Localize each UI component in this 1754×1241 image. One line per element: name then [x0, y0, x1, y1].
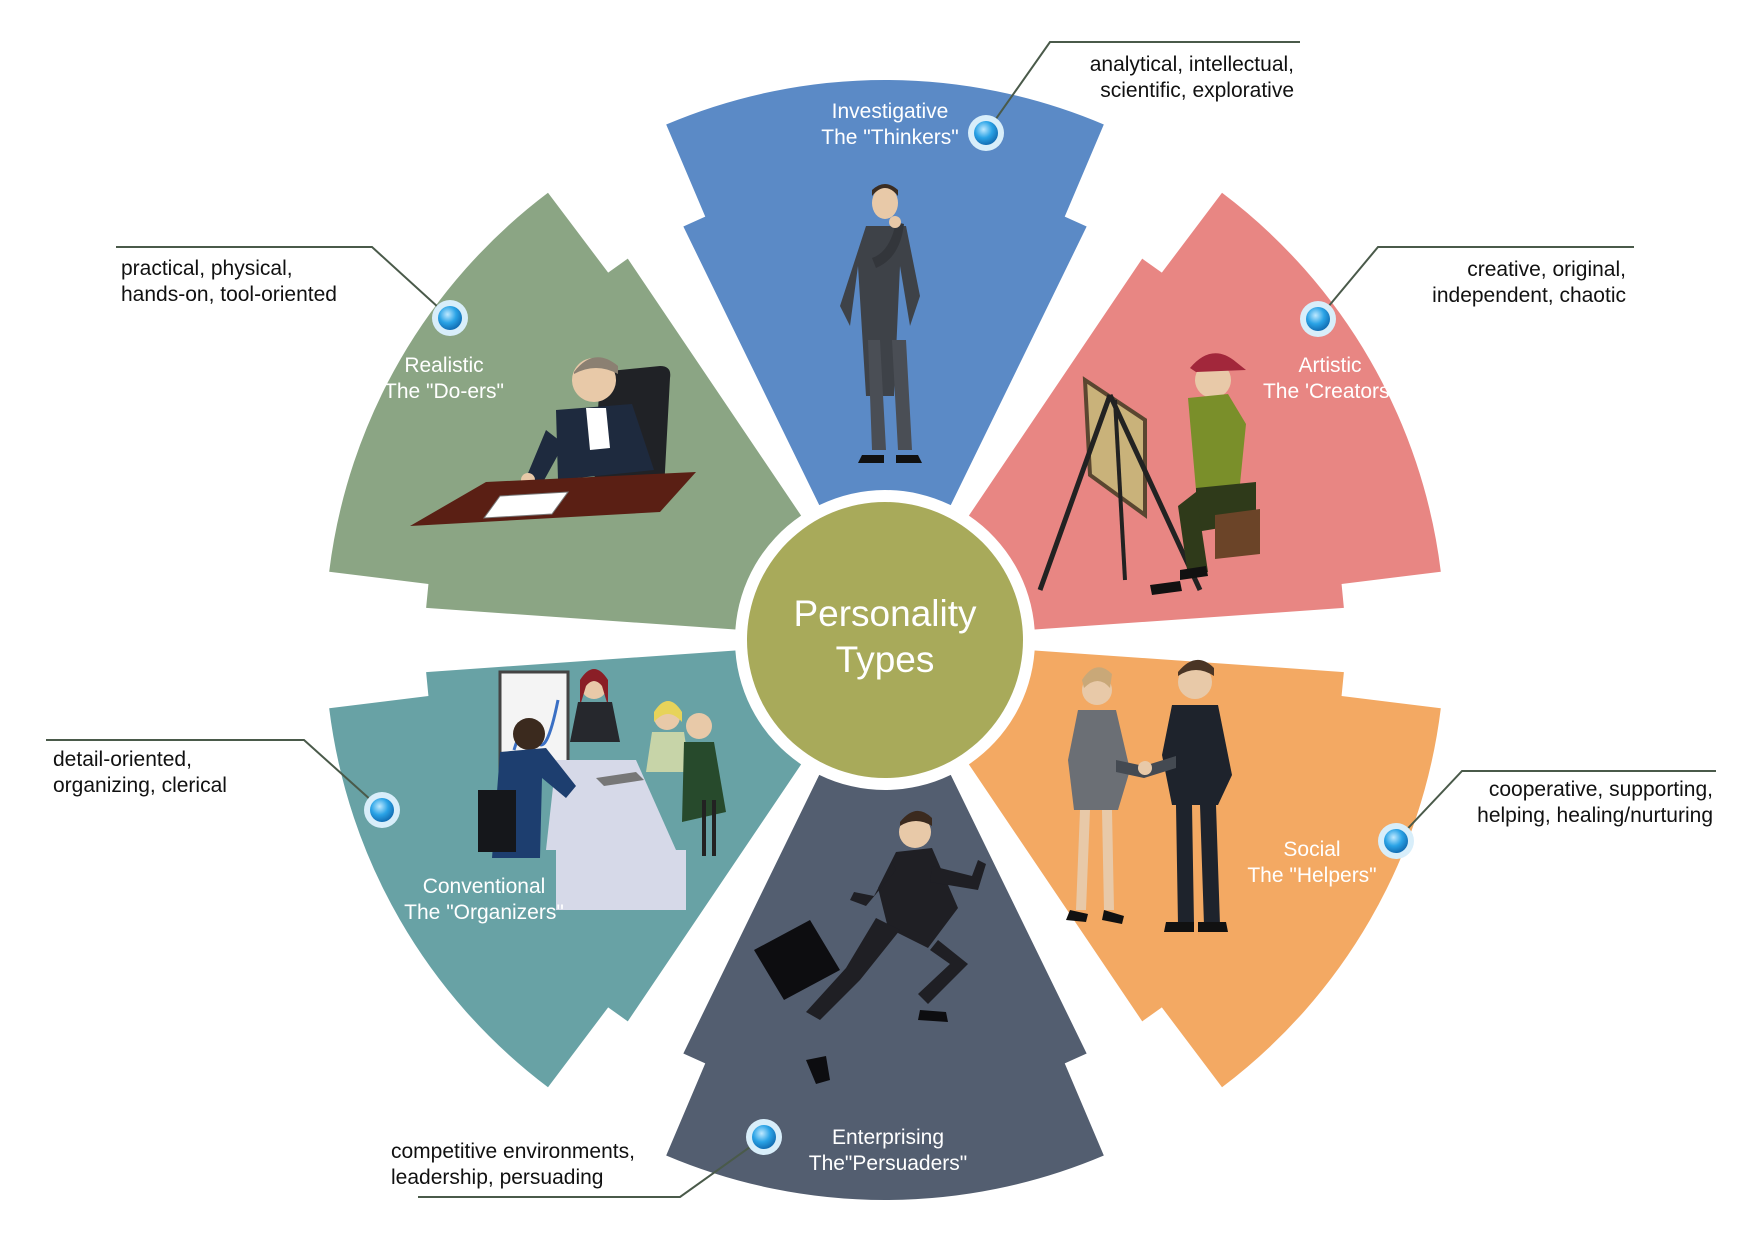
- connector-lines: [46, 41, 1716, 1198]
- man-at-desk-figure: [410, 357, 696, 526]
- investigative-connector: [985, 41, 1300, 134]
- artistic-marker: [1300, 301, 1336, 337]
- artistic-traits-line1: creative, original,: [1467, 258, 1626, 281]
- handshake-figures: [1066, 659, 1232, 932]
- investigative-traits-line1: analytical, intellectual,: [1090, 53, 1294, 76]
- conventional-traits-line1: detail-oriented,: [53, 748, 192, 771]
- investigative-traits-line2: scientific, explorative: [1100, 79, 1294, 102]
- social-traits-line1: cooperative, supporting,: [1489, 778, 1713, 801]
- trait-descriptions: analytical, intellectual, scientific, ex…: [53, 53, 1713, 1189]
- realistic-connector: [116, 246, 451, 319]
- artistic-traits-line2: independent, chaotic: [1432, 284, 1626, 307]
- social-marker: [1378, 823, 1414, 859]
- artistic-subtitle: The 'Creators": [1263, 380, 1397, 403]
- artistic-connector: [1317, 246, 1634, 320]
- center-title-line1: Personality: [793, 593, 977, 634]
- enterprising-traits-line1: competitive environments,: [391, 1140, 635, 1163]
- conventional-connector: [46, 739, 383, 811]
- conventional-marker: [364, 792, 400, 828]
- enterprising-connector: [418, 1136, 765, 1198]
- running-businessman-figure: [754, 810, 986, 1084]
- social-subtitle: The "Helpers": [1247, 864, 1376, 887]
- conventional-title: Conventional: [423, 875, 546, 898]
- social-connector: [1395, 770, 1716, 842]
- enterprising-segment: [666, 774, 1104, 1200]
- meeting-table-figures: [478, 669, 726, 910]
- painter-at-easel-figure: [1037, 353, 1260, 595]
- investigative-subtitle: The "Thinkers": [821, 126, 958, 149]
- realistic-subtitle: The "Do-ers": [384, 380, 504, 403]
- figures-layer: [410, 184, 1260, 1084]
- enterprising-title: Enterprising: [832, 1126, 944, 1149]
- enterprising-subtitle: The"Persuaders": [809, 1152, 967, 1175]
- realistic-traits-line1: practical, physical,: [121, 257, 293, 280]
- realistic-marker: [432, 300, 468, 336]
- artistic-title: Artistic: [1299, 354, 1362, 377]
- investigative-title: Investigative: [832, 100, 949, 123]
- segment-labels: Investigative The "Thinkers" Artistic Th…: [384, 100, 1397, 1175]
- conventional-subtitle: The "Organizers": [404, 901, 564, 924]
- social-title: Social: [1283, 838, 1340, 861]
- center-hub: Personality Types: [747, 502, 1023, 778]
- social-traits-line2: helping, healing/nurturing: [1477, 804, 1713, 827]
- conventional-traits-line2: organizing, clerical: [53, 774, 227, 797]
- enterprising-traits-line2: leadership, persuading: [391, 1166, 603, 1189]
- markers: [364, 115, 1414, 1155]
- enterprising-marker: [746, 1119, 782, 1155]
- realistic-title: Realistic: [404, 354, 483, 377]
- center-title-line2: Types: [836, 639, 935, 680]
- realistic-traits-line2: hands-on, tool-oriented: [121, 283, 337, 306]
- thinking-man-figure: [840, 184, 922, 463]
- investigative-marker: [968, 115, 1004, 151]
